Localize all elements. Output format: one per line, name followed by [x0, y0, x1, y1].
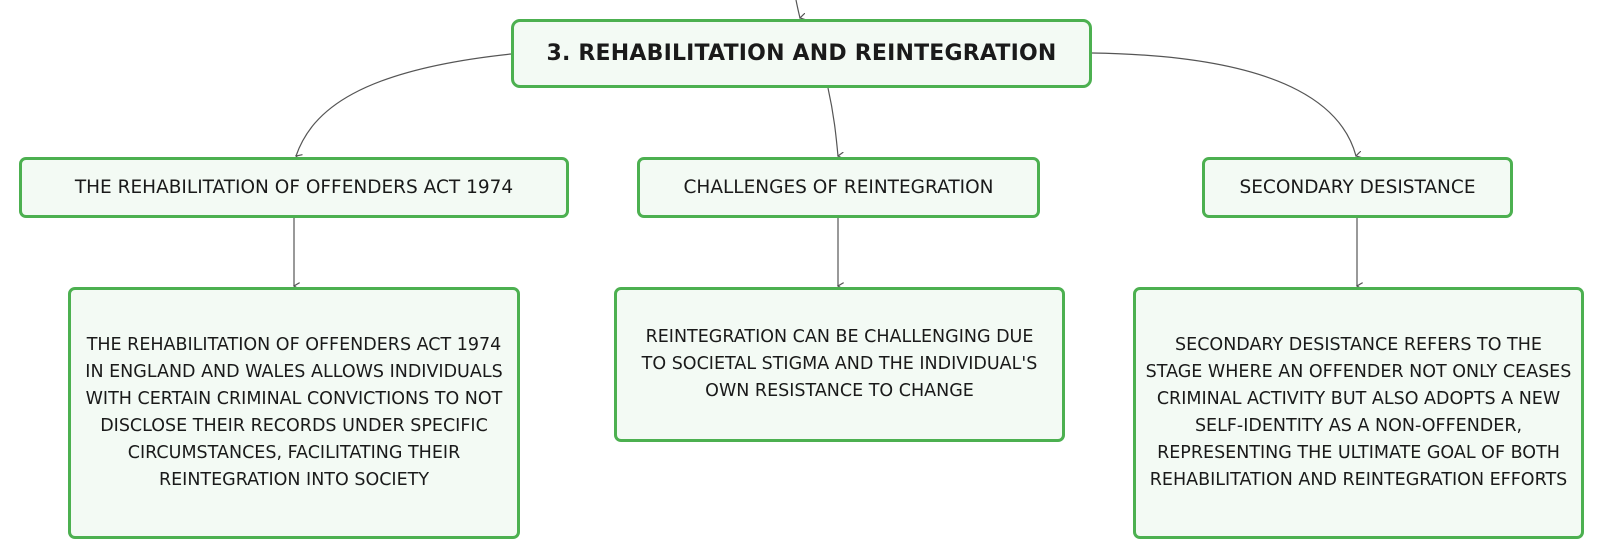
connector-root-to-topic-2 [827, 87, 838, 156]
connector-root-to-topic-1 [296, 53, 512, 156]
topic-node-challenges[interactable]: CHALLENGES OF REINTEGRATION [637, 157, 1040, 218]
connector-root-to-topic-3 [1091, 52, 1356, 156]
connector-parent-to-root [795, 0, 800, 18]
topic-node-secondary-desistance[interactable]: SECONDARY DESISTANCE [1202, 157, 1513, 218]
root-node-label: 3. REHABILITATION AND REINTEGRATION [546, 41, 1057, 66]
detail-node-challenges[interactable]: REINTEGRATION CAN BE CHALLENGING DUE TO … [614, 287, 1065, 442]
root-node[interactable]: 3. REHABILITATION AND REINTEGRATION [511, 19, 1092, 88]
detail-node-rehabilitation-act[interactable]: THE REHABILITATION OF OFFENDERS ACT 1974… [68, 287, 520, 539]
topic-node-label: CHALLENGES OF REINTEGRATION [683, 177, 994, 198]
topic-node-label: SECONDARY DESISTANCE [1239, 177, 1476, 198]
detail-node-text: SECONDARY DESISTANCE REFERS TO THE STAGE… [1145, 335, 1572, 490]
topic-node-rehabilitation-act[interactable]: THE REHABILITATION OF OFFENDERS ACT 1974 [19, 157, 569, 218]
detail-node-text: REINTEGRATION CAN BE CHALLENGING DUE TO … [641, 327, 1038, 401]
detail-node-text: THE REHABILITATION OF OFFENDERS ACT 1974… [85, 335, 503, 490]
detail-node-secondary-desistance[interactable]: SECONDARY DESISTANCE REFERS TO THE STAGE… [1133, 287, 1584, 539]
topic-node-label: THE REHABILITATION OF OFFENDERS ACT 1974 [74, 177, 514, 198]
